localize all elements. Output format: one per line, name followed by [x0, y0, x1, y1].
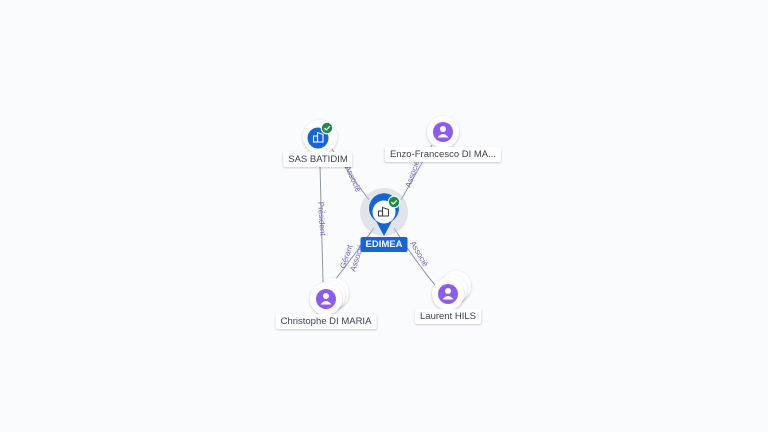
node-laurent[interactable] — [432, 271, 471, 310]
edge-label-batidim-edimea: Associé — [343, 164, 363, 194]
node-edimea[interactable] — [360, 188, 408, 236]
node-label-laurent[interactable]: Laurent HILS — [415, 309, 481, 324]
building-icon — [377, 206, 390, 217]
node-enzo[interactable] — [427, 116, 459, 148]
edge-label-enzo-edimea: Associé — [403, 159, 421, 189]
node-sas-batidim[interactable] — [303, 120, 337, 154]
person-icon — [442, 288, 454, 300]
edge-label-batidim-christophe: Président — [316, 202, 327, 237]
node-label-enzo[interactable]: Enzo-Francesco DI MA... — [384, 147, 502, 162]
person-icon — [437, 126, 449, 138]
node-label-christophe[interactable]: Christophe DI MARIA — [275, 314, 377, 329]
check-badge-icon — [387, 195, 401, 209]
edge-batidim-christophe — [319, 164, 324, 283]
check-badge-icon — [320, 121, 334, 135]
building-icon — [312, 131, 324, 143]
node-label-sas-batidim[interactable]: SAS BATIDIM — [283, 152, 353, 167]
edge-laurent-edimea — [393, 227, 436, 286]
node-christophe[interactable] — [310, 278, 349, 315]
person-icon — [320, 293, 332, 305]
node-label-edimea[interactable]: EDIMEA — [360, 237, 408, 252]
